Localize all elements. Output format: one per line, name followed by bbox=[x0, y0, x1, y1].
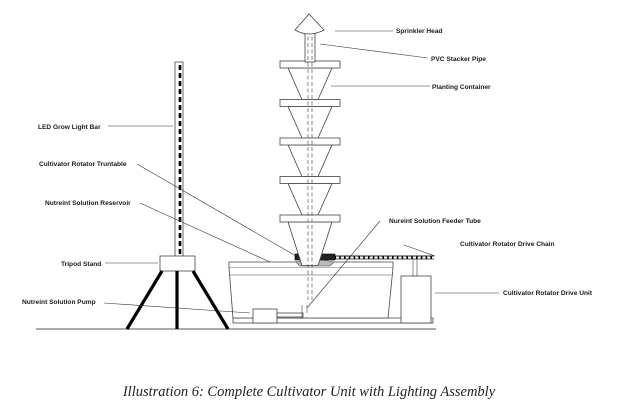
planting-container bbox=[279, 137, 341, 177]
leader-lines bbox=[103, 30, 499, 314]
planting-container-stack bbox=[279, 60, 341, 266]
cultivator-rotator-drive-unit bbox=[400, 259, 432, 324]
sprinkler-head bbox=[294, 13, 325, 35]
figure-caption: Illustration 6: Complete Cultivator Unit… bbox=[122, 384, 496, 400]
tripod-stand bbox=[125, 255, 230, 330]
label-cultivator-rotator-drive-chain: Cultivator Rotator Drive Chain bbox=[460, 241, 555, 248]
led-grow-light-bar bbox=[174, 61, 184, 259]
label-cultivator-rotator-turntable: Cultivator Rotator Truntable bbox=[39, 161, 127, 168]
planting-container bbox=[279, 60, 341, 100]
label-nutrient-solution-reservoir: Nutreint Solution Reservoir bbox=[45, 200, 131, 207]
planting-container bbox=[279, 99, 341, 139]
label-nutrient-solution-feeder-tube: Nureint Solution Feeder Tube bbox=[389, 218, 481, 225]
label-planting-container: Planting Container bbox=[432, 84, 491, 91]
planting-container bbox=[279, 214, 341, 266]
label-pvc-stacker-pipe: PVC Stacker Pipe bbox=[431, 56, 486, 63]
nutrient-solution-pump bbox=[252, 305, 308, 324]
label-tripod-stand: Tripod Stand bbox=[61, 261, 101, 268]
label-sprinkler-head: Sprinkler Head bbox=[396, 28, 443, 35]
planting-container bbox=[279, 176, 341, 216]
label-nutrient-solution-pump: Nutreint Solution Pump bbox=[22, 299, 96, 306]
label-cultivator-rotator-drive-unit: Cultivator Rotator Drive Unit bbox=[503, 290, 593, 297]
label-led-grow-light-bar: LED Grow Light Bar bbox=[38, 124, 101, 131]
